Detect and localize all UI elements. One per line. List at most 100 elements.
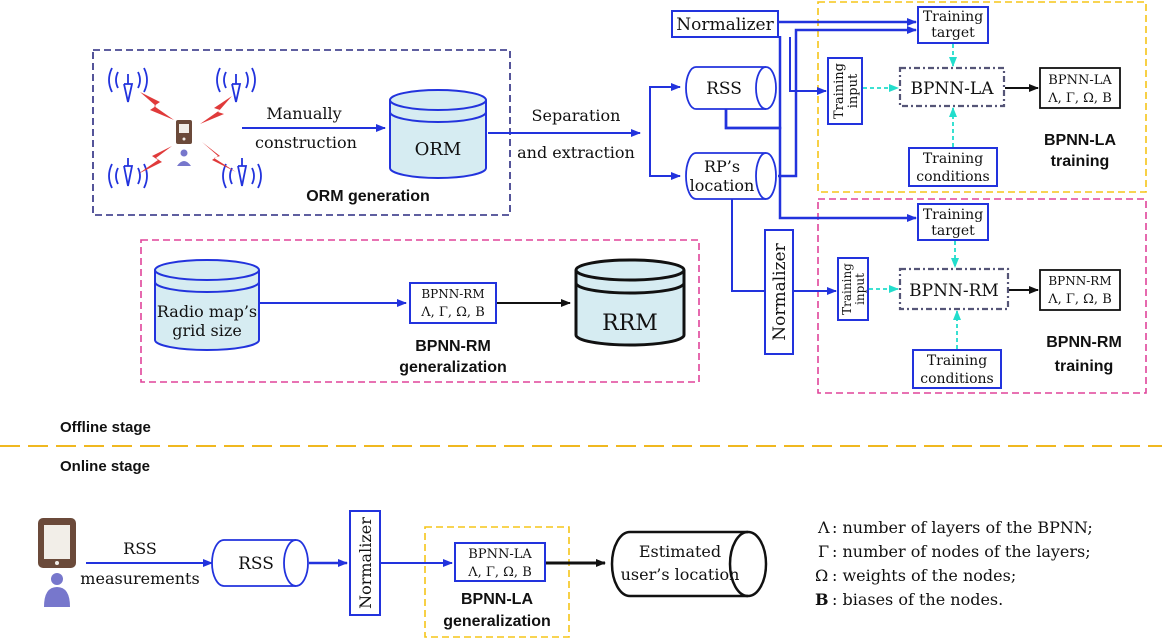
measurements-label: measurements <box>80 569 199 588</box>
online-stage-label: Online stage <box>60 458 150 475</box>
la-input-label-2: input <box>846 73 861 108</box>
bpnn-rm-node <box>898 267 1010 311</box>
phone-icon <box>176 120 192 144</box>
antenna-icon <box>216 67 256 103</box>
bpnn-rm-node-label: BPNN-RM <box>909 281 999 301</box>
online-la-box <box>454 542 546 582</box>
orm-database <box>389 89 487 179</box>
antenna-icon <box>108 67 148 103</box>
estimated-label-1: Estimated <box>639 542 721 561</box>
user-icon <box>177 149 191 166</box>
online-rss-label: RSS <box>123 539 157 558</box>
online-la-box-label-1: BPNN-LA <box>468 547 532 562</box>
la-input-label-1: Training <box>832 63 847 119</box>
la-output-label-2: Λ, Γ, Ω, B <box>1047 91 1112 106</box>
normalizer-online-box <box>349 510 381 616</box>
symbol-legend: Λ : number of layers of the BPNN; Γ : nu… <box>815 518 1093 609</box>
rm-target-label-2: target <box>931 223 975 239</box>
rm-training-caption-1: BPNN-RM <box>1046 334 1122 351</box>
bpnn-rm-training-panel <box>817 198 1147 394</box>
rm-training-caption-2: training <box>1055 358 1114 375</box>
legend-text: : number of nodes of the layers; <box>832 542 1091 561</box>
rm-training-input-box <box>837 257 869 321</box>
la-conditions-label-1: Training <box>923 151 983 167</box>
bpnn-la-generalization-panel <box>424 526 570 638</box>
construction-label: construction <box>255 133 357 152</box>
rm-general-caption-1: BPNN-RM <box>415 338 491 355</box>
offline-stage-label: Offline stage <box>60 419 151 436</box>
rss-cylinder <box>685 66 777 110</box>
legend-symbol: Ω <box>815 566 828 585</box>
rrm-database <box>574 258 686 347</box>
la-general-caption-2: generalization <box>443 613 551 630</box>
legend-text: : weights of the nodes; <box>832 566 1016 585</box>
rm-conditions-label-1: Training <box>927 353 987 369</box>
la-target-label-2: target <box>931 25 975 41</box>
rm-output-label-2: Λ, Γ, Ω, B <box>1047 292 1112 307</box>
extraction-label: and extraction <box>517 143 635 162</box>
legend-text: : biases of the nodes. <box>832 590 1003 609</box>
la-output-label-1: BPNN-LA <box>1048 73 1112 88</box>
normalizer-top-label: Normalizer <box>676 15 774 35</box>
rrm-label: RRM <box>602 311 658 336</box>
rp-location-label-2: location <box>690 176 755 195</box>
rm-conditions-label-2: conditions <box>920 371 993 387</box>
rp-location-label-1: RP’s <box>704 157 740 176</box>
bpnn-la-node-label: BPNN-LA <box>911 79 995 99</box>
rp-to-la-target <box>778 26 917 178</box>
user-icon <box>44 573 70 607</box>
rss-to-rm-target <box>724 109 917 222</box>
legend-symbol: Λ <box>817 518 830 537</box>
rm-input-label-1: Training <box>840 263 854 315</box>
antenna-icon <box>222 158 262 189</box>
orm-generation-caption: ORM generation <box>306 188 430 205</box>
legend-text: : number of layers of the BPNN; <box>832 518 1093 537</box>
normalizer-top-box <box>671 10 779 38</box>
rm-training-conditions-box <box>912 349 1002 389</box>
split-to-rss-arrow <box>649 83 681 156</box>
rp-location-cylinder <box>685 152 777 200</box>
bpnn-rm-generalization-panel <box>140 239 700 383</box>
la-general-caption-1: BPNN-LA <box>461 591 533 608</box>
grid-size-database <box>154 259 260 351</box>
rm-training-target-box <box>917 203 989 241</box>
rm-output-label-1: BPNN-RM <box>1048 274 1111 288</box>
online-la-box-label-2: Λ, Γ, Ω, B <box>467 565 532 580</box>
la-training-target-box <box>917 6 989 44</box>
rm-general-box <box>409 282 497 324</box>
orm-db-label: ORM <box>415 139 462 160</box>
separation-label: Separation <box>532 106 621 125</box>
la-training-conditions-box <box>908 147 998 187</box>
estimated-location-cylinder <box>610 530 768 598</box>
rp-to-rm-normalizer <box>731 199 837 295</box>
la-training-input-box <box>827 57 863 125</box>
normalizer-online-label: Normalizer <box>356 517 375 609</box>
split-to-rp-arrow <box>649 110 681 180</box>
la-target-label-1: Training <box>923 9 983 25</box>
online-rss-cylinder <box>211 539 309 587</box>
antenna-icon <box>108 158 148 189</box>
normalizer-mid-label: Normalizer <box>770 242 790 340</box>
bpnn-la-node <box>898 66 1006 108</box>
manually-label: Manually <box>266 104 341 123</box>
legend-symbol: Γ <box>818 542 829 561</box>
online-rss-cylinder-label: RSS <box>238 554 274 574</box>
normalizer-to-la-input <box>789 37 827 95</box>
la-conditions-label-2: conditions <box>916 169 989 185</box>
rm-general-box-label-2: Λ, Γ, Ω, B <box>420 305 485 320</box>
legend-symbol: B <box>815 590 829 609</box>
rss-cylinder-label: RSS <box>706 79 742 99</box>
grid-size-label-2: grid size <box>172 321 242 340</box>
la-training-caption-2: training <box>1051 153 1110 170</box>
bpnn-la-training-panel <box>817 1 1147 193</box>
rm-general-caption-2: generalization <box>399 359 507 376</box>
signal-bolt-icon <box>138 92 236 174</box>
normalizer-mid-box <box>764 229 794 355</box>
estimated-label-2: user’s location <box>621 565 740 584</box>
phone-icon <box>38 518 76 568</box>
rm-output-box <box>1039 269 1121 311</box>
rm-general-box-label-1: BPNN-RM <box>421 287 484 301</box>
rm-input-label-2: input <box>853 273 867 305</box>
la-training-caption-1: BPNN-LA <box>1044 132 1116 149</box>
